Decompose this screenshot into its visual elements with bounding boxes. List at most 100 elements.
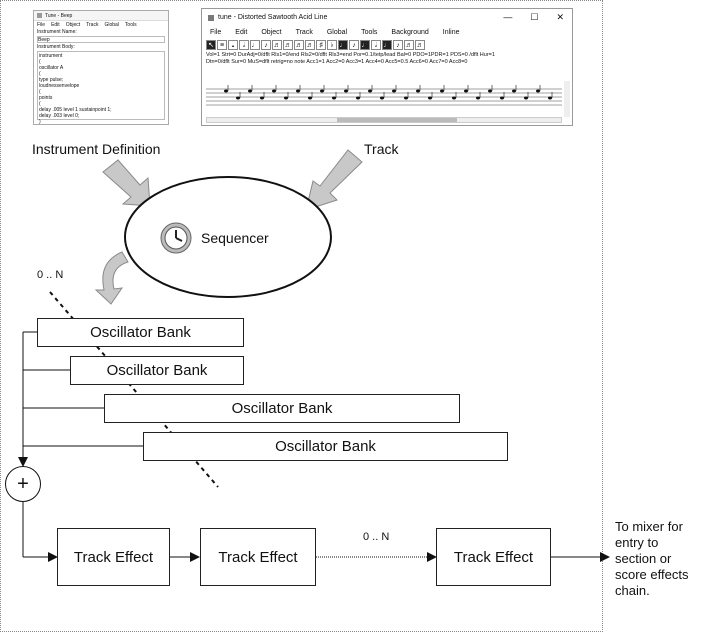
- select-tool-button[interactable]: ↖: [206, 40, 216, 50]
- effect-range-label: 0 .. N: [363, 531, 390, 543]
- code-line: points: [39, 95, 53, 101]
- staff-note[interactable]: [344, 89, 348, 93]
- triplet-button[interactable]: 𝅗𝅥: [371, 40, 381, 50]
- staff-note[interactable]: [248, 89, 252, 93]
- staff-note[interactable]: [332, 96, 336, 100]
- half-note-button[interactable]: 𝅗𝅥: [239, 40, 249, 50]
- code-line: instrument: [39, 53, 63, 59]
- oscillator-bank-1: Oscillator Bank: [37, 318, 244, 347]
- staff-note[interactable]: [272, 89, 276, 93]
- menu-global[interactable]: Global: [326, 28, 348, 36]
- flat-button[interactable]: ♭: [327, 40, 337, 50]
- menu-tools[interactable]: Tools: [361, 28, 378, 36]
- bank-range-label: 0 .. N: [37, 269, 64, 281]
- app-icon: [208, 14, 214, 21]
- instrument-name-field[interactable]: Beep: [37, 36, 165, 43]
- clock-icon: [160, 222, 192, 254]
- staff-view[interactable]: [206, 85, 562, 111]
- scrollbar-thumb[interactable]: [337, 118, 457, 122]
- track-window-title: tune - Distorted Sawtooth Acid Line: [218, 14, 328, 21]
- septuplet-button[interactable]: ♪: [393, 40, 403, 50]
- quarter-note-button[interactable]: ♩: [250, 40, 260, 50]
- instrument-definition-label: Instrument Definition: [32, 141, 161, 157]
- staff-note[interactable]: [476, 96, 480, 100]
- sixteenth-note-button[interactable]: ♬: [272, 40, 282, 50]
- sixtyfourth-note-button[interactable]: ♬: [294, 40, 304, 50]
- vertical-scrollbar[interactable]: [564, 81, 570, 117]
- note-toolbar: ↖ ≡ 𝅝 𝅗𝅥 ♩ ♪ ♬ ♬ ♬ ♬ ♯ ♭ ♩ ♪ ♩ 𝅗𝅥 ♩ ♪ ♬ …: [202, 38, 572, 52]
- beam-button[interactable]: ♬: [415, 40, 425, 50]
- staff-note[interactable]: [260, 96, 264, 100]
- quintuplet-button[interactable]: ♩: [382, 40, 392, 50]
- menu-file[interactable]: File: [210, 28, 222, 36]
- rest-button[interactable]: ♬: [305, 40, 315, 50]
- sequencer-label: Sequencer: [201, 230, 269, 246]
- menu-object[interactable]: Object: [261, 28, 282, 36]
- staff-note[interactable]: [428, 96, 432, 100]
- staff-note[interactable]: [368, 89, 372, 93]
- staff-note[interactable]: [296, 89, 300, 93]
- staff-note[interactable]: [308, 96, 312, 100]
- division-button[interactable]: ♬: [404, 40, 414, 50]
- menu-object[interactable]: Object: [65, 22, 81, 28]
- natural-button[interactable]: ♩: [338, 40, 348, 50]
- staff-note[interactable]: [452, 96, 456, 100]
- code-line: delay .003 level 0;: [39, 113, 80, 119]
- instrument-body-editor[interactable]: instrument ( oscillator A ( type pulse; …: [37, 51, 165, 124]
- menu-track[interactable]: Track: [295, 28, 313, 36]
- tie-button[interactable]: ♪: [349, 40, 359, 50]
- menu-file[interactable]: File: [37, 22, 46, 28]
- code-line: type pulse;: [39, 77, 64, 83]
- code-line: delay .005 level 1 sustainpoint 1;: [39, 107, 112, 113]
- code-line: (: [39, 71, 41, 77]
- command-tool-button[interactable]: ≡: [217, 40, 227, 50]
- staff-note[interactable]: [320, 89, 324, 93]
- minimize-icon[interactable]: —: [503, 12, 513, 22]
- menu-background[interactable]: Background: [391, 28, 429, 36]
- instrument-window-menubar: File Edit Object Track Global Tools: [34, 21, 168, 29]
- maximize-icon[interactable]: ☐: [530, 12, 539, 22]
- sum-node: +: [5, 466, 41, 502]
- staff-note[interactable]: [548, 96, 552, 100]
- eighth-note-button[interactable]: ♪: [261, 40, 271, 50]
- staff-note[interactable]: [236, 96, 240, 100]
- staff-note[interactable]: [284, 96, 288, 100]
- track-effect-1: Track Effect: [57, 528, 170, 586]
- staff-note[interactable]: [380, 96, 384, 100]
- menu-tools[interactable]: Tools: [124, 22, 137, 28]
- close-icon[interactable]: ✕: [556, 12, 564, 22]
- menu-global[interactable]: Global: [104, 22, 119, 28]
- horizontal-scrollbar[interactable]: [206, 117, 562, 123]
- staff-note[interactable]: [464, 89, 468, 93]
- code-line: oscillator A: [39, 65, 64, 71]
- staff-note[interactable]: [512, 89, 516, 93]
- staff-note[interactable]: [416, 89, 420, 93]
- staff-note[interactable]: [524, 96, 528, 100]
- staff-note[interactable]: [500, 96, 504, 100]
- thirtysecond-note-button[interactable]: ♬: [283, 40, 293, 50]
- track-window-menubar: File Edit Object Track Global Tools Back…: [202, 26, 572, 38]
- staff-note[interactable]: [404, 96, 408, 100]
- sequencer-to-banks-arrow: [94, 251, 129, 305]
- menu-track[interactable]: Track: [86, 22, 99, 28]
- menu-edit[interactable]: Edit: [235, 28, 248, 36]
- track-to-sequencer-arrow: [305, 149, 363, 211]
- menu-edit[interactable]: Edit: [51, 22, 60, 28]
- staff-note[interactable]: [536, 89, 540, 93]
- whole-note-button[interactable]: 𝅝: [228, 40, 238, 50]
- instrument-to-sequencer-arrow: [102, 159, 151, 207]
- diagram-frame: [0, 0, 603, 632]
- note-attributes-line-2: Dtn=0/dflt Sur=0 MuS=dflt retrig=no note…: [206, 59, 468, 65]
- menu-inline[interactable]: Inline: [442, 28, 460, 36]
- track-effect-n: Track Effect: [436, 528, 551, 586]
- staff-note[interactable]: [356, 96, 360, 100]
- staff-note[interactable]: [488, 89, 492, 93]
- dot-button[interactable]: ♩: [360, 40, 370, 50]
- sequencer-ellipse: [124, 176, 332, 298]
- sharp-button[interactable]: ♯: [316, 40, 326, 50]
- staff-note[interactable]: [392, 89, 396, 93]
- instrument-editor-window: Tune - Beep File Edit Object Track Globa…: [33, 10, 169, 125]
- staff-note[interactable]: [224, 89, 228, 93]
- staff-note[interactable]: [440, 89, 444, 93]
